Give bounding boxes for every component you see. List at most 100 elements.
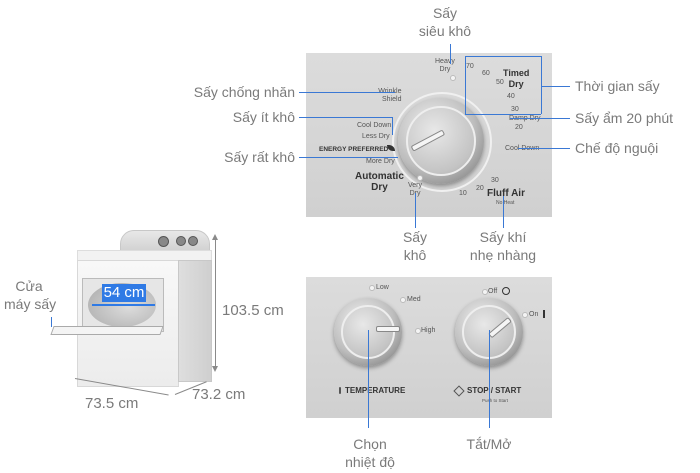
- height-label: 103.5 cm: [222, 302, 284, 319]
- callout-fluff-air-line2: nhẹ nhàng: [469, 247, 537, 263]
- fluff-air-title: Fluff Air: [487, 188, 525, 199]
- leader-less-dry: [299, 117, 392, 118]
- more-dry-label: More Dry: [366, 158, 395, 165]
- cycle-dial-ring: [392, 92, 492, 192]
- temp-med-label: Med: [407, 296, 421, 303]
- leader-fluff-air: [503, 196, 504, 228]
- thermometer-icon: [339, 387, 341, 394]
- less-dry-label: Less Dry: [362, 133, 390, 140]
- dryer-side: [178, 260, 212, 382]
- door-width-label: 54 cm: [103, 284, 145, 301]
- timed-dry-line1: Timed: [503, 68, 530, 78]
- timed-dry-title: Timed Dry: [503, 68, 529, 90]
- wrinkle-shield-label: Wrinkle Shield: [377, 88, 401, 104]
- cool-down-right-label: Cool Down: [505, 145, 539, 152]
- width-label: 73.5 cm: [85, 395, 139, 412]
- cycle-dial-face[interactable]: [406, 106, 476, 176]
- callout-wrinkle-shield: Sấy chống nhăn: [193, 84, 295, 100]
- leader-damp-dry: [510, 118, 570, 119]
- callout-less-dry: Sấy ít khô: [232, 109, 295, 125]
- timed-20: 20: [515, 124, 523, 131]
- med-dot: [400, 297, 406, 303]
- callout-cool-down: Chế độ nguội: [575, 140, 659, 156]
- very-dry-dot: [417, 175, 423, 181]
- temp-high-label: High: [421, 327, 436, 334]
- very-dry-line1: Very: [408, 182, 423, 189]
- timed-30: 30: [511, 106, 519, 113]
- power-off-label: Off: [488, 288, 498, 295]
- temperature-knob-pointer: [376, 326, 400, 332]
- leader-more-dry: [299, 157, 398, 158]
- console-knob: [176, 236, 186, 246]
- on-dot: [522, 312, 528, 318]
- heavy-dry-dot: [450, 75, 456, 81]
- console-knob: [188, 236, 198, 246]
- door-callout-line1: Cửa: [15, 278, 43, 294]
- callout-fluff-air-line1: Sấy khí: [479, 229, 527, 245]
- callout-very-dry-line1: Sấy: [402, 229, 428, 245]
- timed-70: 70: [466, 63, 474, 70]
- timed-40: 40: [507, 93, 515, 100]
- power-on-label: On: [529, 311, 539, 318]
- timed-60: 60: [482, 70, 490, 77]
- wrinkle-line1: Wrinkle: [377, 88, 401, 96]
- leader-very-dry: [415, 193, 416, 228]
- depth-label: 73.2 cm: [192, 386, 246, 403]
- timed-dry-box-top: [465, 56, 541, 57]
- fluff-30: 30: [491, 177, 499, 184]
- push-to-start-label: Push to Start: [482, 398, 509, 403]
- timed-50: 50: [496, 79, 504, 86]
- damp-dry-label: Damp Dry: [509, 115, 541, 123]
- height-arrow-top: [212, 234, 218, 240]
- wrinkle-line2: Shield: [382, 96, 402, 103]
- heavy-dry-label: Heavy Dry: [435, 58, 455, 74]
- callout-heavy-dry: Sấy siêu khô: [405, 4, 485, 40]
- callout-fluff-air: Sấy khí nhẹ nhàng: [463, 228, 543, 264]
- leader-temperature: [368, 330, 369, 428]
- leaf-icon: [387, 145, 395, 151]
- door-callout-line: [51, 317, 52, 327]
- callout-timed-dry: Thời gian sấy: [575, 78, 660, 94]
- timed-dry-box-right: [541, 56, 542, 114]
- power-on-icon: [543, 310, 545, 318]
- leader-heavy-dry: [450, 44, 451, 64]
- automatic-dry-label: Automatic Dry: [355, 171, 404, 193]
- temperature-label: TEMPERATURE: [345, 386, 406, 395]
- leader-less-dry-drop: [392, 117, 393, 135]
- callout-more-dry: Sấy rất khô: [224, 149, 295, 165]
- dryer-illustration: [50, 228, 220, 393]
- auto-dry-line2: Dry: [371, 182, 388, 193]
- height-arrow: [215, 238, 216, 368]
- timed-dry-box-left: [465, 56, 466, 114]
- leader-stop-start: [489, 330, 490, 428]
- callout-temperature: Chọn nhiệt độ: [335, 435, 405, 471]
- callout-temperature-line1: Chọn: [353, 436, 387, 452]
- door-callout-line2: máy sấy: [4, 296, 57, 312]
- timed-dry-line2: Dry: [508, 79, 524, 89]
- leader-cool-down: [518, 148, 570, 149]
- height-arrow-bottom: [212, 366, 218, 372]
- heavy-dry-line2: Dry: [439, 66, 451, 73]
- stop-start-label: STOP / START: [467, 386, 522, 395]
- high-dot: [415, 328, 421, 334]
- callout-very-dry: Sấy khô: [395, 228, 435, 264]
- callout-heavy-dry-line1: Sấy: [432, 5, 458, 21]
- off-dot: [482, 289, 488, 295]
- console-knob: [158, 236, 169, 247]
- power-off-icon: [502, 287, 510, 295]
- door-width-arrow: [92, 304, 155, 306]
- no-heat-label: No Heat: [496, 200, 515, 206]
- callout-damp-dry: Sấy ẩm 20 phút: [575, 110, 674, 126]
- callout-temperature-line2: nhiệt độ: [345, 454, 395, 470]
- energy-preferred-label: ENERGY PREFERRED: [319, 146, 389, 153]
- callout-very-dry-line2: khô: [403, 247, 427, 263]
- fluff-10: 10: [459, 190, 467, 197]
- leader-timed-dry: [541, 86, 570, 87]
- low-dot: [369, 285, 375, 291]
- callout-stop-start: Tắt/Mở: [466, 436, 512, 452]
- leader-wrinkle-shield: [299, 92, 395, 93]
- door-callout: Cửa máy sấy: [4, 277, 57, 313]
- temp-low-label: Low: [376, 284, 389, 291]
- door-width-badge: [102, 284, 146, 302]
- heavy-dry-line1: Heavy: [435, 58, 455, 65]
